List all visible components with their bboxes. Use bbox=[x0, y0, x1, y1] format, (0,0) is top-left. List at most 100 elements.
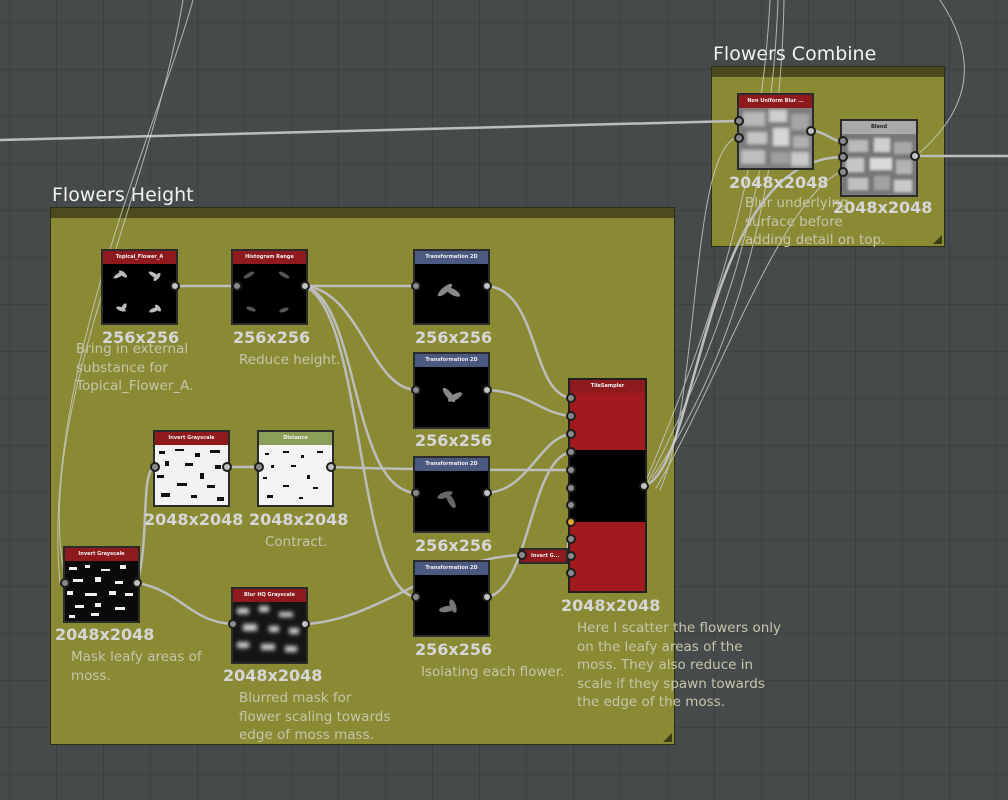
texture-thumbnail-image bbox=[842, 134, 916, 195]
node-invert-grayscale[interactable]: Invert Grayscale bbox=[63, 546, 140, 623]
comment-mask-leafy[interactable]: Mask leafy areas of moss. bbox=[71, 649, 202, 684]
input-port[interactable] bbox=[566, 534, 576, 544]
input-port[interactable] bbox=[838, 136, 848, 146]
input-port[interactable] bbox=[734, 116, 744, 126]
wire bbox=[642, 155, 844, 488]
wire bbox=[485, 432, 574, 495]
node-title: Blend bbox=[842, 121, 916, 134]
node-invert-grayscale[interactable]: Invert Grayscale bbox=[153, 430, 230, 507]
output-port[interactable] bbox=[482, 281, 492, 291]
node-size-label: 256x256 bbox=[415, 328, 493, 347]
node-transformation-2d[interactable]: Transformation 2D bbox=[413, 560, 490, 637]
input-port[interactable] bbox=[566, 447, 576, 457]
output-port[interactable] bbox=[482, 385, 492, 395]
node-topical-flower[interactable]: Topical_Flower_A bbox=[101, 249, 178, 325]
output-port[interactable] bbox=[639, 481, 649, 491]
node-thumbnail bbox=[570, 450, 645, 522]
input-port[interactable] bbox=[566, 483, 576, 493]
wire bbox=[647, 0, 779, 483]
wire bbox=[915, 0, 965, 157]
wire bbox=[302, 284, 418, 495]
input-port[interactable] bbox=[838, 167, 848, 177]
comment-bring-in[interactable]: Bring in external substance for Topical_… bbox=[76, 341, 194, 394]
input-port[interactable] bbox=[566, 429, 576, 439]
input-port[interactable] bbox=[411, 281, 421, 291]
input-port[interactable] bbox=[411, 385, 421, 395]
node-thumbnail bbox=[155, 445, 228, 505]
wire bbox=[659, 137, 736, 491]
input-port[interactable] bbox=[232, 281, 242, 291]
node-transformation-2d[interactable]: Transformation 2D bbox=[413, 352, 490, 429]
input-port[interactable] bbox=[254, 462, 264, 472]
output-port[interactable] bbox=[170, 281, 180, 291]
output-port[interactable] bbox=[482, 488, 492, 498]
input-port[interactable] bbox=[566, 393, 576, 403]
node-size-label: 256x256 bbox=[415, 431, 493, 450]
frame-header[interactable] bbox=[712, 67, 944, 77]
node-non-uniform-blur[interactable]: Non Uniform Blur ... bbox=[737, 93, 814, 170]
output-port[interactable] bbox=[326, 462, 336, 472]
flower-thumbnail-image bbox=[442, 387, 463, 403]
wire bbox=[643, 0, 771, 487]
node-histogram-range[interactable]: Histogram Range bbox=[231, 249, 308, 325]
comment-blurred-mask[interactable]: Blurred mask for flower scaling towards … bbox=[239, 690, 391, 743]
node-transformation-2d[interactable]: Transformation 2D bbox=[413, 249, 490, 325]
node-title: TileSampler bbox=[570, 380, 645, 393]
node-transformation-2d[interactable]: Transformation 2D bbox=[413, 456, 490, 533]
output-port[interactable] bbox=[482, 592, 492, 602]
output-port[interactable] bbox=[806, 126, 816, 136]
node-title: Transformation 2D bbox=[415, 251, 488, 264]
input-port[interactable] bbox=[517, 550, 527, 560]
node-thumbnail bbox=[233, 264, 306, 323]
flower-thumbnail-image bbox=[437, 491, 456, 509]
frame-header[interactable] bbox=[51, 208, 674, 218]
node-thumbnail bbox=[415, 471, 488, 531]
comment-contract[interactable]: Contract. bbox=[265, 534, 328, 550]
wire bbox=[135, 581, 235, 626]
input-port[interactable] bbox=[60, 578, 70, 588]
node-title: Transformation 2D bbox=[415, 354, 488, 367]
node-thumbnail bbox=[415, 575, 488, 635]
input-port[interactable] bbox=[566, 465, 576, 475]
output-port[interactable] bbox=[910, 151, 920, 161]
input-port[interactable] bbox=[838, 152, 848, 162]
comment-scatter[interactable]: Here I scatter the flowers only on the l… bbox=[577, 620, 782, 710]
output-port[interactable] bbox=[222, 462, 232, 472]
input-port[interactable] bbox=[411, 592, 421, 602]
input-port[interactable] bbox=[411, 488, 421, 498]
comment-blur-underlying[interactable]: Blur underlying surface before adding de… bbox=[745, 195, 886, 248]
node-blur-hq-grayscale[interactable]: Blur HQ Grayscale bbox=[231, 587, 308, 664]
input-port-required[interactable] bbox=[566, 517, 576, 527]
node-tile-sampler[interactable]: TileSampler bbox=[568, 378, 647, 593]
input-port[interactable] bbox=[566, 500, 576, 510]
node-title: Invert Grayscale bbox=[65, 548, 138, 561]
node-title: Invert Grayscale bbox=[155, 432, 228, 445]
node-thumbnail bbox=[103, 264, 176, 323]
mask-thumbnail-image bbox=[157, 449, 224, 501]
output-port[interactable] bbox=[300, 281, 310, 291]
input-port[interactable] bbox=[228, 619, 238, 629]
node-invert-grayscale-small[interactable]: Invert G... bbox=[519, 548, 568, 564]
frame-resize-handle[interactable] bbox=[663, 733, 672, 742]
input-port[interactable] bbox=[566, 411, 576, 421]
node-thumbnail bbox=[842, 134, 916, 195]
comment-reduce-height[interactable]: Reduce height. bbox=[239, 352, 341, 368]
node-title: Transformation 2D bbox=[415, 458, 488, 471]
node-title: Transformation 2D bbox=[415, 562, 488, 575]
input-port[interactable] bbox=[566, 568, 576, 578]
output-port[interactable] bbox=[300, 619, 310, 629]
wire bbox=[58, 0, 184, 584]
node-size-label: 256x256 bbox=[102, 328, 180, 347]
node-size-label: 2048x2048 bbox=[223, 666, 323, 685]
mask-thumbnail-image bbox=[237, 606, 299, 652]
node-size-label: 2048x2048 bbox=[833, 198, 933, 217]
node-blend[interactable]: Blend bbox=[840, 119, 918, 197]
input-port[interactable] bbox=[150, 462, 160, 472]
node-thumbnail bbox=[259, 445, 332, 505]
comment-isolating[interactable]: Isolating each flower. bbox=[421, 664, 565, 680]
output-port[interactable] bbox=[132, 578, 142, 588]
input-port[interactable] bbox=[734, 133, 744, 143]
frame-resize-handle[interactable] bbox=[933, 235, 942, 244]
node-distance[interactable]: Distance bbox=[257, 430, 334, 507]
